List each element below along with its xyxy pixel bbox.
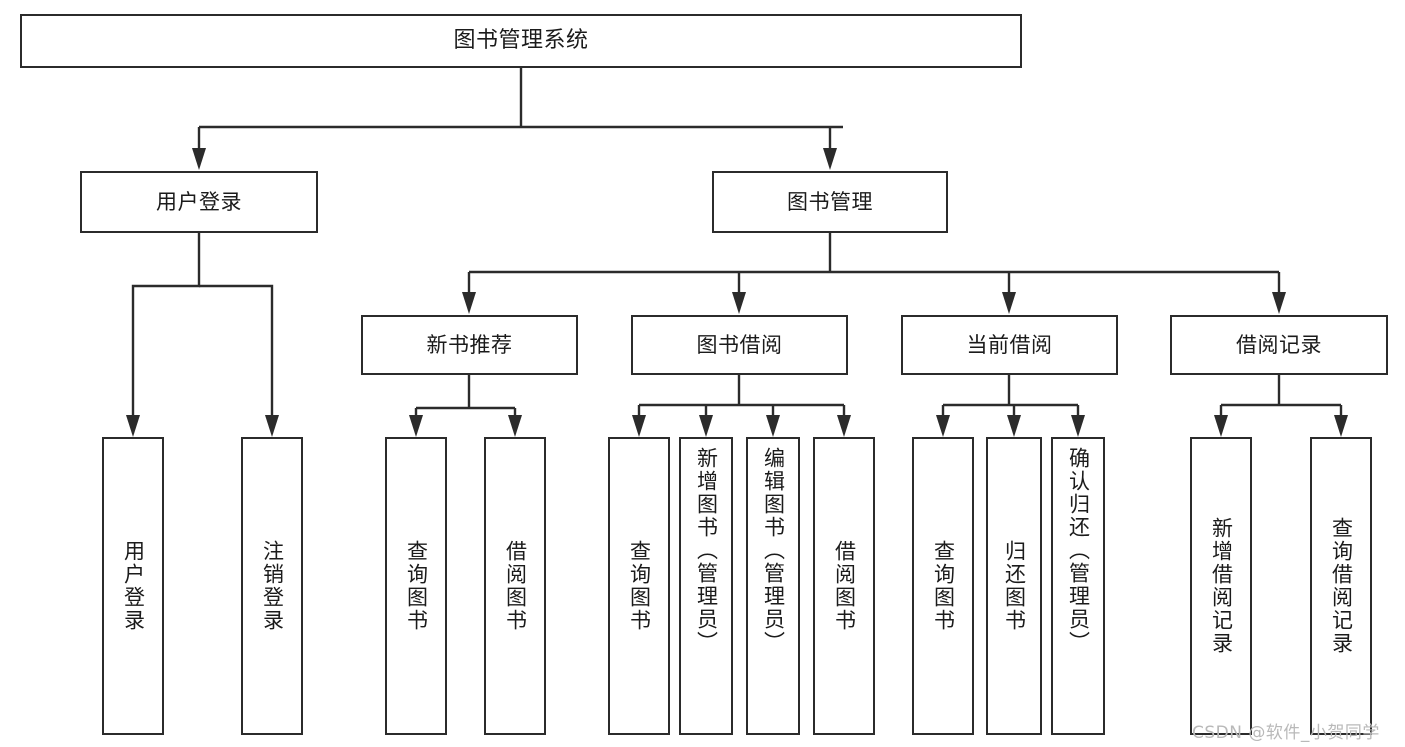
arrowhead-icon [732, 292, 746, 314]
node-leaf-edit-book-admin[interactable]: 编辑图书（管理员） [746, 437, 800, 735]
arrowhead-icon [632, 415, 646, 437]
arrowhead-icon [1272, 292, 1286, 314]
node-leaf-query-book-recommend[interactable]: 查询图书 [385, 437, 447, 735]
arrowhead-icon [265, 415, 279, 437]
node-label-current-borrow: 当前借阅 [966, 332, 1053, 357]
arrowhead-icon [766, 415, 780, 437]
node-label-leaf-borrow-book-recommend: 借阅图书 [503, 540, 528, 632]
arrowhead-icon [1002, 292, 1016, 314]
arrowhead-icon [1214, 415, 1228, 437]
node-label-user-login: 用户登录 [156, 189, 242, 214]
node-label-root: 图书管理系统 [453, 28, 589, 54]
node-leaf-borrow-book-recommend[interactable]: 借阅图书 [484, 437, 546, 735]
node-root[interactable]: 图书管理系统 [20, 14, 1022, 68]
arrowhead-icon [823, 148, 837, 170]
node-label-leaf-confirm-return-admin: 确认归还（管理员） [1066, 447, 1091, 654]
node-label-leaf-query-book-recommend: 查询图书 [404, 540, 429, 632]
csdn-watermark: CSDN @软件_小贺同学 [1192, 723, 1380, 743]
node-leaf-return-book[interactable]: 归还图书 [986, 437, 1042, 735]
node-borrow-records[interactable]: 借阅记录 [1170, 315, 1388, 375]
arrowhead-icon [1007, 415, 1021, 437]
node-label-leaf-query-book-current: 查询图书 [931, 540, 956, 632]
node-label-borrow-records: 借阅记录 [1236, 332, 1322, 357]
node-label-leaf-query-book-borrow: 查询图书 [627, 540, 652, 632]
node-leaf-user-login[interactable]: 用户登录 [102, 437, 164, 735]
node-label-leaf-edit-book-admin: 编辑图书（管理员） [761, 447, 786, 654]
node-label-new-book-recommend: 新书推荐 [426, 332, 513, 357]
node-new-book-recommend[interactable]: 新书推荐 [361, 315, 578, 375]
arrowhead-icon [508, 415, 522, 437]
node-leaf-query-book-borrow[interactable]: 查询图书 [608, 437, 670, 735]
node-label-leaf-borrow-book: 借阅图书 [832, 540, 857, 632]
node-label-leaf-return-book: 归还图书 [1002, 540, 1027, 632]
node-book-borrow[interactable]: 图书借阅 [631, 315, 848, 375]
node-leaf-borrow-book[interactable]: 借阅图书 [813, 437, 875, 735]
node-label-leaf-user-login: 用户登录 [121, 540, 146, 632]
node-leaf-confirm-return-admin[interactable]: 确认归还（管理员） [1051, 437, 1105, 735]
node-leaf-add-book-admin[interactable]: 新增图书（管理员） [679, 437, 733, 735]
node-label-leaf-logout: 注销登录 [260, 540, 285, 632]
node-book-management[interactable]: 图书管理 [712, 171, 948, 233]
connector-line [131, 233, 201, 425]
arrowhead-icon [126, 415, 140, 437]
arrowhead-icon [936, 415, 950, 437]
connector-line [199, 284, 274, 425]
node-leaf-logout[interactable]: 注销登录 [241, 437, 303, 735]
node-label-leaf-query-borrow-record: 查询借阅记录 [1329, 517, 1354, 655]
node-label-leaf-add-borrow-record: 新增借阅记录 [1209, 517, 1234, 655]
arrowhead-icon [1071, 415, 1085, 437]
arrowhead-icon [409, 415, 423, 437]
node-leaf-add-borrow-record[interactable]: 新增借阅记录 [1190, 437, 1252, 735]
arrowhead-icon [699, 415, 713, 437]
node-leaf-query-borrow-record[interactable]: 查询借阅记录 [1310, 437, 1372, 735]
arrowhead-icon [1334, 415, 1348, 437]
node-label-leaf-add-book-admin: 新增图书（管理员） [694, 447, 719, 654]
arrowhead-icon [837, 415, 851, 437]
node-user-login[interactable]: 用户登录 [80, 171, 318, 233]
node-label-book-management: 图书管理 [787, 189, 873, 214]
node-current-borrow[interactable]: 当前借阅 [901, 315, 1118, 375]
node-leaf-query-book-current[interactable]: 查询图书 [912, 437, 974, 735]
arrowhead-icon [192, 148, 206, 170]
arrowhead-icon [462, 292, 476, 314]
node-label-book-borrow: 图书借阅 [696, 332, 783, 357]
